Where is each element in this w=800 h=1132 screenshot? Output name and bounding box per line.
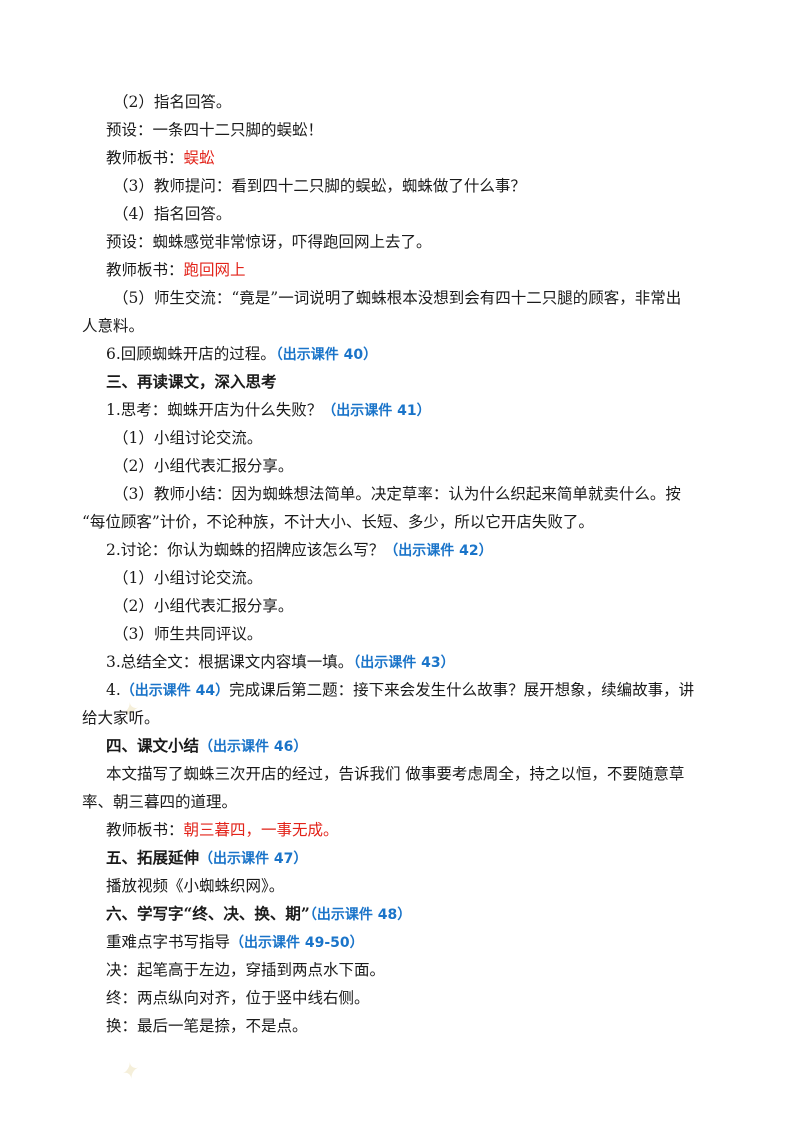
courseware-ref: （出示课件 43）	[353, 655, 455, 671]
courseware-ref: （出示课件 48）	[309, 907, 412, 923]
text-line: 本文描写了蜘蛛三次开店的经过，告诉我们 做事要考虑周全，持之以恒，不要随意草	[106, 764, 726, 784]
text-span: 终：两点纵向对齐，位于竖中线右侧。	[106, 989, 370, 1007]
text-span: 播放视频《小蜘蛛织网》。	[106, 877, 285, 895]
text-span: 给大家听。	[82, 709, 160, 727]
text-line: （1）小组讨论交流。	[113, 428, 733, 448]
text-span: 3.总结全文：根据课文内容填一填。	[106, 653, 354, 671]
text-span: 1.思考：蜘蛛开店为什么失败？	[106, 401, 323, 419]
text-span: 五、拓展延伸	[106, 848, 200, 867]
text-span: 三、再读课文，深入思考	[106, 372, 277, 391]
text-line: 给大家听。	[82, 708, 702, 728]
text-line: 五、拓展延伸（出示课件 47）	[106, 848, 726, 869]
board-note: 跑回网上	[183, 261, 246, 279]
watermark: ✦	[116, 1057, 143, 1088]
text-line: （3）教师提问：看到四十二只脚的蜈蚣，蜘蛛做了什么事？	[113, 176, 733, 196]
text-span: 预设：一条四十二只脚的蜈蚣！	[106, 121, 324, 139]
text-line: 四、课文小结（出示课件 46）	[106, 736, 726, 757]
text-line: （5）师生交流：“竟是”一词说明了蜘蛛根本没想到会有四十二只腿的顾客，非常出	[113, 288, 733, 308]
courseware-ref: （出示课件 42）	[384, 543, 493, 559]
text-span: 换：最后一笔是捺，不是点。	[106, 1017, 308, 1035]
text-line: 教师板书：蜈蚣	[106, 148, 726, 168]
text-line: 重难点字书写指导（出示课件 49-50）	[106, 932, 726, 953]
text-span: “每位顾客”计价，不论种族，不计大小、长短、多少，所以它开店失败了。	[82, 513, 594, 531]
text-line: （4）指名回答。	[113, 204, 733, 224]
text-line: 预设：蜘蛛感觉非常惊讶，吓得跑回网上去了。	[106, 232, 726, 252]
text-span: （3）师生共同评议。	[113, 625, 263, 643]
courseware-ref: （出示课件 41）	[322, 403, 431, 419]
text-line: 人意料。	[82, 316, 702, 336]
text-span: （1）小组讨论交流。	[113, 429, 263, 447]
text-span: 教师板书：	[106, 261, 184, 279]
text-span: （4）指名回答。	[113, 205, 232, 223]
text-span: （2）小组代表汇报分享。	[113, 597, 294, 615]
text-line: 教师板书：朝三暮四，一事无成。	[106, 820, 726, 840]
text-span: 预设：蜘蛛感觉非常惊讶，吓得跑回网上去了。	[106, 233, 432, 251]
text-line: （2）指名回答。	[113, 92, 733, 112]
text-span: 人意料。	[82, 317, 145, 335]
text-line: 6.回顾蜘蛛开店的过程。（出示课件 40）	[106, 344, 726, 365]
text-line: 换：最后一笔是捺，不是点。	[106, 1016, 726, 1036]
courseware-ref: （出示课件 44）	[120, 683, 230, 699]
text-span: 教师板书：	[106, 821, 184, 839]
text-line: 1.思考：蜘蛛开店为什么失败？（出示课件 41）	[106, 400, 726, 421]
text-line: 决：起笔高于左边，穿插到两点水下面。	[106, 960, 726, 980]
text-span: 本文描写了蜘蛛三次开店的经过，告诉我们 做事要考虑周全，持之以恒，不要随意草	[106, 765, 685, 783]
text-span: （1）小组讨论交流。	[113, 569, 263, 587]
text-line: （3）师生共同评议。	[113, 624, 733, 644]
text-line: （3）教师小结：因为蜘蛛想法简单。决定草率：认为什么织起来简单就卖什么。按	[113, 484, 733, 504]
text-line: 终：两点纵向对齐，位于竖中线右侧。	[106, 988, 726, 1008]
text-line: 播放视频《小蜘蛛织网》。	[106, 876, 726, 896]
courseware-ref: （出示课件 46）	[199, 739, 308, 755]
text-line: 六、学写字“终、决、换、期”（出示课件 48）	[106, 904, 726, 925]
board-note: 朝三暮四，一事无成。	[183, 821, 339, 839]
courseware-ref: （出示课件 40）	[275, 347, 378, 363]
text-line: 教师板书：跑回网上	[106, 260, 726, 280]
text-span: 决：起笔高于左边，穿插到两点水下面。	[106, 961, 386, 979]
text-span: 2.讨论：你认为蜘蛛的招牌应该怎么写？	[106, 541, 385, 559]
text-line: （2）小组代表汇报分享。	[113, 456, 733, 476]
text-span: （3）教师小结：因为蜘蛛想法简单。决定草率：认为什么织起来简单就卖什么。按	[113, 485, 681, 503]
text-line: 4.（出示课件 44）完成课后第二题：接下来会发生什么故事？展开想象，续编故事，…	[106, 680, 726, 701]
text-span: （2）小组代表汇报分享。	[113, 457, 294, 475]
courseware-ref: （出示课件 47）	[199, 851, 308, 867]
text-line: “每位顾客”计价，不论种族，不计大小、长短、多少，所以它开店失败了。	[82, 512, 702, 532]
text-span: 率、朝三暮四的道理。	[82, 793, 238, 811]
text-line: 三、再读课文，深入思考	[106, 372, 726, 392]
text-span: 6.回顾蜘蛛开店的过程。	[106, 345, 276, 363]
text-span: 四、课文小结	[106, 736, 200, 755]
text-span: 六、学写字“终、决、换、期”	[106, 904, 310, 923]
board-note: 蜈蚣	[183, 149, 215, 167]
text-span: （3）教师提问：看到四十二只脚的蜈蚣，蜘蛛做了什么事？	[113, 177, 526, 195]
text-span: 完成课后第二题：接下来会发生什么故事？展开想象，续编故事，讲	[229, 681, 695, 699]
text-line: 2.讨论：你认为蜘蛛的招牌应该怎么写？（出示课件 42）	[106, 540, 726, 561]
text-span: 重难点字书写指导	[106, 933, 231, 951]
courseware-ref: （出示课件 49-50）	[230, 935, 364, 951]
text-line: （2）小组代表汇报分享。	[113, 596, 733, 616]
text-line: 率、朝三暮四的道理。	[82, 792, 702, 812]
text-span: （5）师生交流：“竟是”一词说明了蜘蛛根本没想到会有四十二只腿的顾客，非常出	[113, 289, 682, 307]
text-line: （1）小组讨论交流。	[113, 568, 733, 588]
text-span: 教师板书：	[106, 149, 184, 167]
text-span: （2）指名回答。	[113, 93, 232, 111]
text-line: 预设：一条四十二只脚的蜈蚣！	[106, 120, 726, 140]
text-line: 3.总结全文：根据课文内容填一填。（出示课件 43）	[106, 652, 726, 673]
text-span: 4.	[106, 681, 121, 699]
